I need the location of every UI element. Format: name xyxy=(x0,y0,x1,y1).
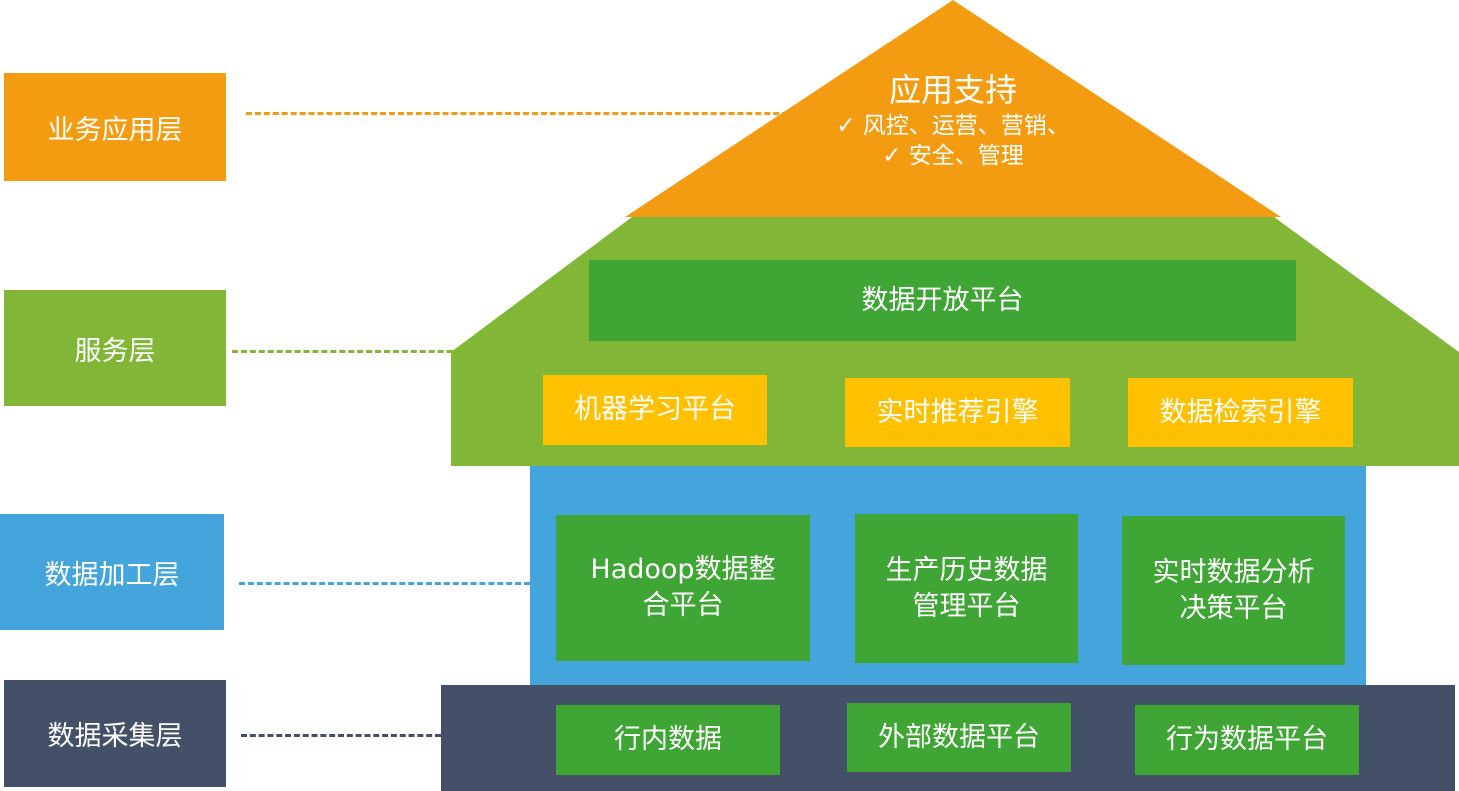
service-item-data-search: 数据检索引擎 xyxy=(1128,378,1353,447)
processing-item-history-line-2: 管理平台 xyxy=(912,590,1021,622)
processing-item-realtime-analysis-line-1: 实时数据分析 xyxy=(1152,556,1315,588)
layer-label-processing: 数据加工层 xyxy=(0,514,224,630)
data-open-platform: 数据开放平台 xyxy=(589,260,1296,341)
layer-label-collection: 数据采集层 xyxy=(4,680,226,787)
processing-item-history: 生产历史数据 管理平台 xyxy=(855,514,1078,663)
collection-item-behavior: 行为数据平台 xyxy=(1135,705,1359,775)
service-item-realtime-recommend: 实时推荐引擎 xyxy=(845,378,1070,447)
processing-item-hadoop-line-2: 合平台 xyxy=(642,590,724,621)
processing-item-realtime-analysis: 实时数据分析 决策平台 xyxy=(1122,516,1345,665)
processing-item-realtime-analysis-line-2: 决策平台 xyxy=(1179,592,1288,624)
roof-triangle xyxy=(625,0,1281,217)
layer-label-service: 服务层 xyxy=(4,290,226,406)
processing-item-history-line-1: 生产历史数据 xyxy=(885,554,1048,586)
processing-item-hadoop-line-1: Hadoop数据整 xyxy=(590,554,776,585)
connector-business xyxy=(246,112,806,115)
roof-line-2: ✓ 安全、管理 xyxy=(882,143,1024,169)
connector-processing xyxy=(239,582,530,585)
connector-service xyxy=(232,350,542,353)
service-item-machine-learning: 机器学习平台 xyxy=(543,375,767,445)
layer-label-business: 业务应用层 xyxy=(4,73,226,181)
processing-item-hadoop: Hadoop数据整 合平台 xyxy=(556,515,810,661)
roof-line-1: ✓ 风控、运营、营销、 xyxy=(836,113,1070,139)
collection-item-internal: 行内数据 xyxy=(556,705,780,775)
connector-collection xyxy=(241,734,441,737)
collection-item-external: 外部数据平台 xyxy=(847,703,1071,772)
roof-title: 应用支持 xyxy=(888,71,1017,109)
